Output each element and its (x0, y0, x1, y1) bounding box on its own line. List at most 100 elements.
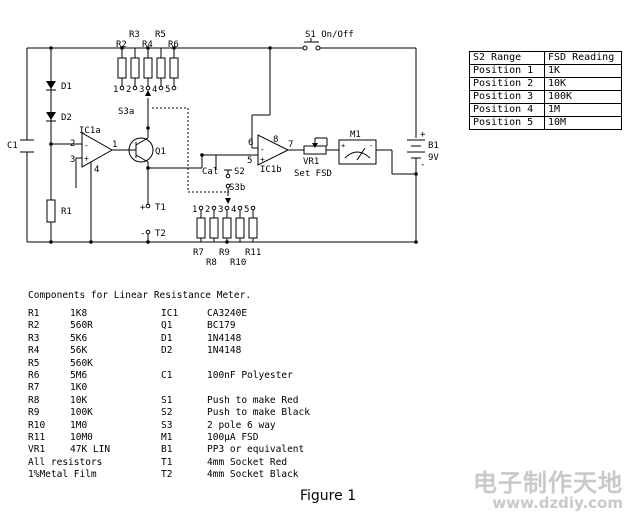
component-ref: T1 (161, 456, 173, 468)
resistor-r5 (156, 57, 166, 79)
component-value: 5M6 (70, 370, 88, 382)
upper-pos-4: 4 (152, 85, 157, 95)
upper-pos-2: 2 (126, 85, 131, 95)
pin-2: 2 (70, 139, 75, 149)
label-t2: T2 (155, 229, 166, 239)
component-ref: R4 (28, 345, 40, 357)
component-value: 560R (70, 320, 93, 332)
watermark-url: www.dzdiy.com (492, 494, 623, 512)
label-r11: R11 (245, 248, 261, 258)
b1-minus: - (420, 160, 425, 170)
lower-pos-5: 5 (244, 205, 249, 215)
table-cell: 100K (544, 90, 622, 104)
pin-5: 5 (247, 156, 252, 166)
component-value: 1N4148 (207, 345, 242, 357)
component-ref: S2 (161, 407, 173, 419)
list-item: R7 1K0 (28, 382, 110, 394)
resistor-r1 (46, 199, 56, 223)
component-ref: R10 (28, 419, 46, 431)
opamp-ic1a (81, 132, 114, 168)
table-header-cell: S2 Range (469, 51, 545, 65)
component-ref: S1 (161, 394, 173, 406)
component-value: 10K (70, 394, 88, 406)
list-item: T1 4mm Socket Red (161, 457, 310, 469)
figure-caption: Figure 1 (300, 488, 357, 504)
component-value: PP3 or equivalent (207, 444, 305, 456)
table-cell: 10K (544, 77, 622, 91)
component-value: Push to make Black (207, 407, 310, 419)
table-cell: 1M (544, 103, 622, 117)
label-b1: B1 (428, 141, 439, 151)
component-value: Push to make Red (207, 394, 299, 406)
t1-plus: + (140, 203, 146, 213)
resistor-r6 (169, 57, 179, 79)
component-value: 4mm Socket Black (207, 469, 299, 481)
table-cell: Position 3 (469, 90, 545, 104)
list-item: All resistors (28, 457, 110, 469)
component-ref: All resistors (28, 456, 103, 468)
component-ref: R5 (28, 357, 40, 369)
table-row: Position 4 1M (469, 103, 622, 117)
diode-d1-icon (46, 81, 56, 89)
resistor-r3 (130, 57, 140, 79)
component-value: 1K0 (70, 382, 88, 394)
upper-pos-3: 3 (139, 85, 144, 95)
component-value: CA3240E (207, 308, 248, 319)
label-s3b: S3b (229, 183, 245, 193)
list-item: T2 4mm Socket Black (161, 469, 310, 481)
b1-plus: + (420, 130, 426, 140)
label-r4: R4 (142, 40, 153, 50)
table-row: Position 1 1K (469, 64, 622, 78)
table-header-row: S2 Range FSD Reading (469, 51, 622, 65)
pin-4: 4 (94, 165, 99, 175)
component-ref: R7 (28, 382, 40, 394)
lower-pos-3: 3 (218, 205, 223, 215)
table-cell: 10M (544, 116, 622, 130)
list-item: B1 PP3 or equivalent (161, 444, 310, 456)
ic1b-plus: + (260, 155, 265, 164)
list-item: R6 5M6 (28, 370, 110, 382)
component-value: 5K6 (70, 332, 88, 344)
label-r8: R8 (206, 258, 217, 268)
component-ref: IC1 (161, 308, 179, 319)
pin-8: 8 (273, 135, 278, 145)
label-r5: R5 (155, 30, 166, 40)
component-value: 10M0 (70, 432, 93, 444)
label-battery-v: 9V (428, 153, 439, 163)
label-cal: Cal (202, 167, 218, 177)
t2-minus: - (140, 229, 145, 239)
component-ref: R9 (28, 407, 40, 419)
component-ref: B1 (161, 444, 173, 456)
resistor-r8 (209, 217, 219, 239)
components-heading: Components for Linear Resistance Meter. (28, 290, 252, 301)
label-r7: R7 (193, 248, 204, 258)
label-d2: D2 (61, 113, 72, 123)
pin-6: 6 (248, 138, 253, 148)
component-ref: T2 (161, 469, 173, 481)
component-ref: R6 (28, 370, 40, 382)
lower-pos-1: 1 (192, 205, 197, 215)
list-item (161, 382, 310, 394)
label-q1: Q1 (155, 147, 166, 157)
component-value: 560K (70, 357, 93, 369)
table-header-cell: FSD Reading (544, 51, 622, 65)
component-ref: Q1 (161, 320, 173, 332)
lower-pos-4: 4 (231, 205, 236, 215)
component-value: 100K (70, 407, 93, 419)
opamp-ic1b (257, 134, 290, 166)
resistor-r11 (248, 217, 258, 239)
resistor-r10 (235, 217, 245, 239)
range-table: S2 Range FSD Reading Position 1 1K Posit… (469, 51, 622, 130)
list-item (161, 358, 310, 370)
component-value: 4mm Socket Red (207, 456, 288, 468)
watermark: 电子制作天地 www.dzdiy.com (473, 463, 623, 512)
list-item: R9 100K (28, 407, 110, 419)
